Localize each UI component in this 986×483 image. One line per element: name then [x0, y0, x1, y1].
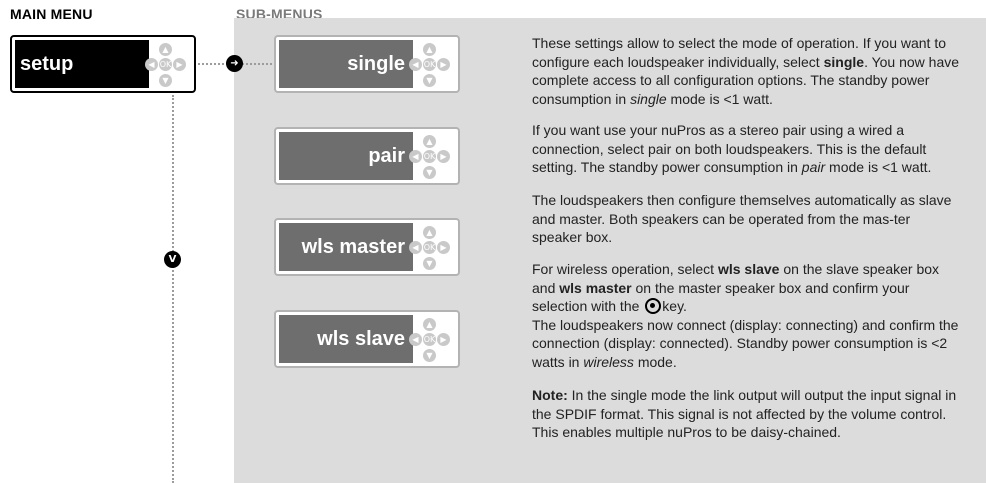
text-run: . You now have complete access to all co…	[532, 53, 960, 107]
up-button-icon: ▲	[423, 318, 436, 331]
text-run-bold: wls slave	[717, 261, 780, 277]
text-run: The loudspeakers then configure themselv…	[532, 192, 952, 245]
main-menu-heading: MAIN MENU	[10, 6, 93, 22]
text-run-bold: single	[823, 53, 865, 70]
submenu-screen: wls master	[279, 223, 413, 271]
text-run-italic: wireless	[583, 353, 634, 370]
text-run: key.	[662, 298, 687, 314]
main-menu-display[interactable]: setup ▲ ◀ OK ▶ ▼	[10, 35, 196, 93]
left-button-icon: ◀	[145, 58, 158, 71]
up-button-icon: ▲	[423, 226, 436, 239]
text-run-bold: wls master	[559, 279, 632, 296]
up-button-icon: ▲	[423, 43, 436, 56]
down-button-icon: ▼	[423, 74, 436, 87]
text-run: on the slave speaker box and	[532, 261, 940, 296]
down-button-icon: ▼	[423, 349, 436, 362]
left-button-icon: ◀	[409, 333, 422, 346]
left-button-icon: ◀	[409, 150, 422, 163]
text-run: mode.	[633, 353, 677, 370]
text-run: mode is <1 watt.	[666, 90, 773, 107]
right-button-icon: ▶	[437, 58, 450, 71]
left-button-icon: ◀	[409, 58, 422, 71]
control-pad: ▲ ◀ OK ▶ ▼	[408, 316, 452, 364]
up-button-icon: ▲	[423, 135, 436, 148]
text-run: If you want use your nuPros as a stereo …	[532, 122, 927, 175]
right-button-icon: ▶	[437, 333, 450, 346]
left-button-icon: ◀	[409, 241, 422, 254]
text-run-italic: pair	[801, 159, 826, 175]
control-pad: ▲ ◀ OK ▶ ▼	[144, 41, 188, 89]
submenu-single[interactable]: single ▲ ◀ OK ▶ ▼	[274, 35, 460, 93]
master-slave-description: The loudspeakers then configure themselv…	[532, 191, 962, 247]
down-arrow-icon: V	[164, 251, 181, 268]
right-button-icon: ▶	[437, 241, 450, 254]
up-button-icon: ▲	[159, 43, 172, 56]
single-description: These settings allow to select the mode …	[532, 34, 962, 108]
text-run: The loudspeakers now connect (display: c…	[532, 316, 959, 370]
wireless-description: For wireless operation, select wls slave…	[532, 260, 962, 371]
right-button-icon: ▶	[173, 58, 186, 71]
control-pad: ▲ ◀ OK ▶ ▼	[408, 133, 452, 181]
ok-button-icon: OK	[159, 58, 172, 71]
control-pad: ▲ ◀ OK ▶ ▼	[408, 41, 452, 89]
down-button-icon: ▼	[423, 257, 436, 270]
ok-key-icon	[645, 298, 662, 314]
ok-button-icon: OK	[423, 333, 436, 346]
text-run: These settings allow to select the mode …	[532, 35, 947, 70]
ok-button-icon: OK	[423, 58, 436, 71]
right-button-icon: ▶	[437, 150, 450, 163]
down-button-icon: ▼	[159, 74, 172, 87]
right-arrow-icon: ➜	[226, 55, 243, 72]
submenu-screen: pair	[279, 132, 413, 180]
submenu-pair[interactable]: pair ▲ ◀ OK ▶ ▼	[274, 127, 460, 185]
text-run: on the master speaker box and confirm yo…	[532, 279, 910, 315]
submenu-wls-master[interactable]: wls master ▲ ◀ OK ▶ ▼	[274, 218, 460, 276]
control-pad: ▲ ◀ OK ▶ ▼	[408, 224, 452, 272]
text-run: For wireless operation, select	[532, 261, 718, 277]
down-button-icon: ▼	[423, 166, 436, 179]
submenu-screen: single	[279, 40, 413, 88]
ok-button-icon: OK	[423, 150, 436, 163]
text-run-bold: Note:	[532, 387, 568, 403]
submenu-wls-slave[interactable]: wls slave ▲ ◀ OK ▶ ▼	[274, 310, 460, 368]
pair-description: If you want use your nuPros as a stereo …	[532, 121, 962, 177]
text-run: mode is <1 watt.	[825, 159, 932, 175]
text-run: In the single mode the link output will …	[532, 387, 957, 440]
main-menu-screen: setup	[15, 40, 149, 88]
text-run-italic: single	[630, 90, 667, 107]
submenu-screen: wls slave	[279, 315, 413, 363]
vertical-connector	[172, 95, 174, 483]
ok-button-icon: OK	[423, 241, 436, 254]
note-description: Note: In the single mode the link output…	[532, 386, 962, 442]
